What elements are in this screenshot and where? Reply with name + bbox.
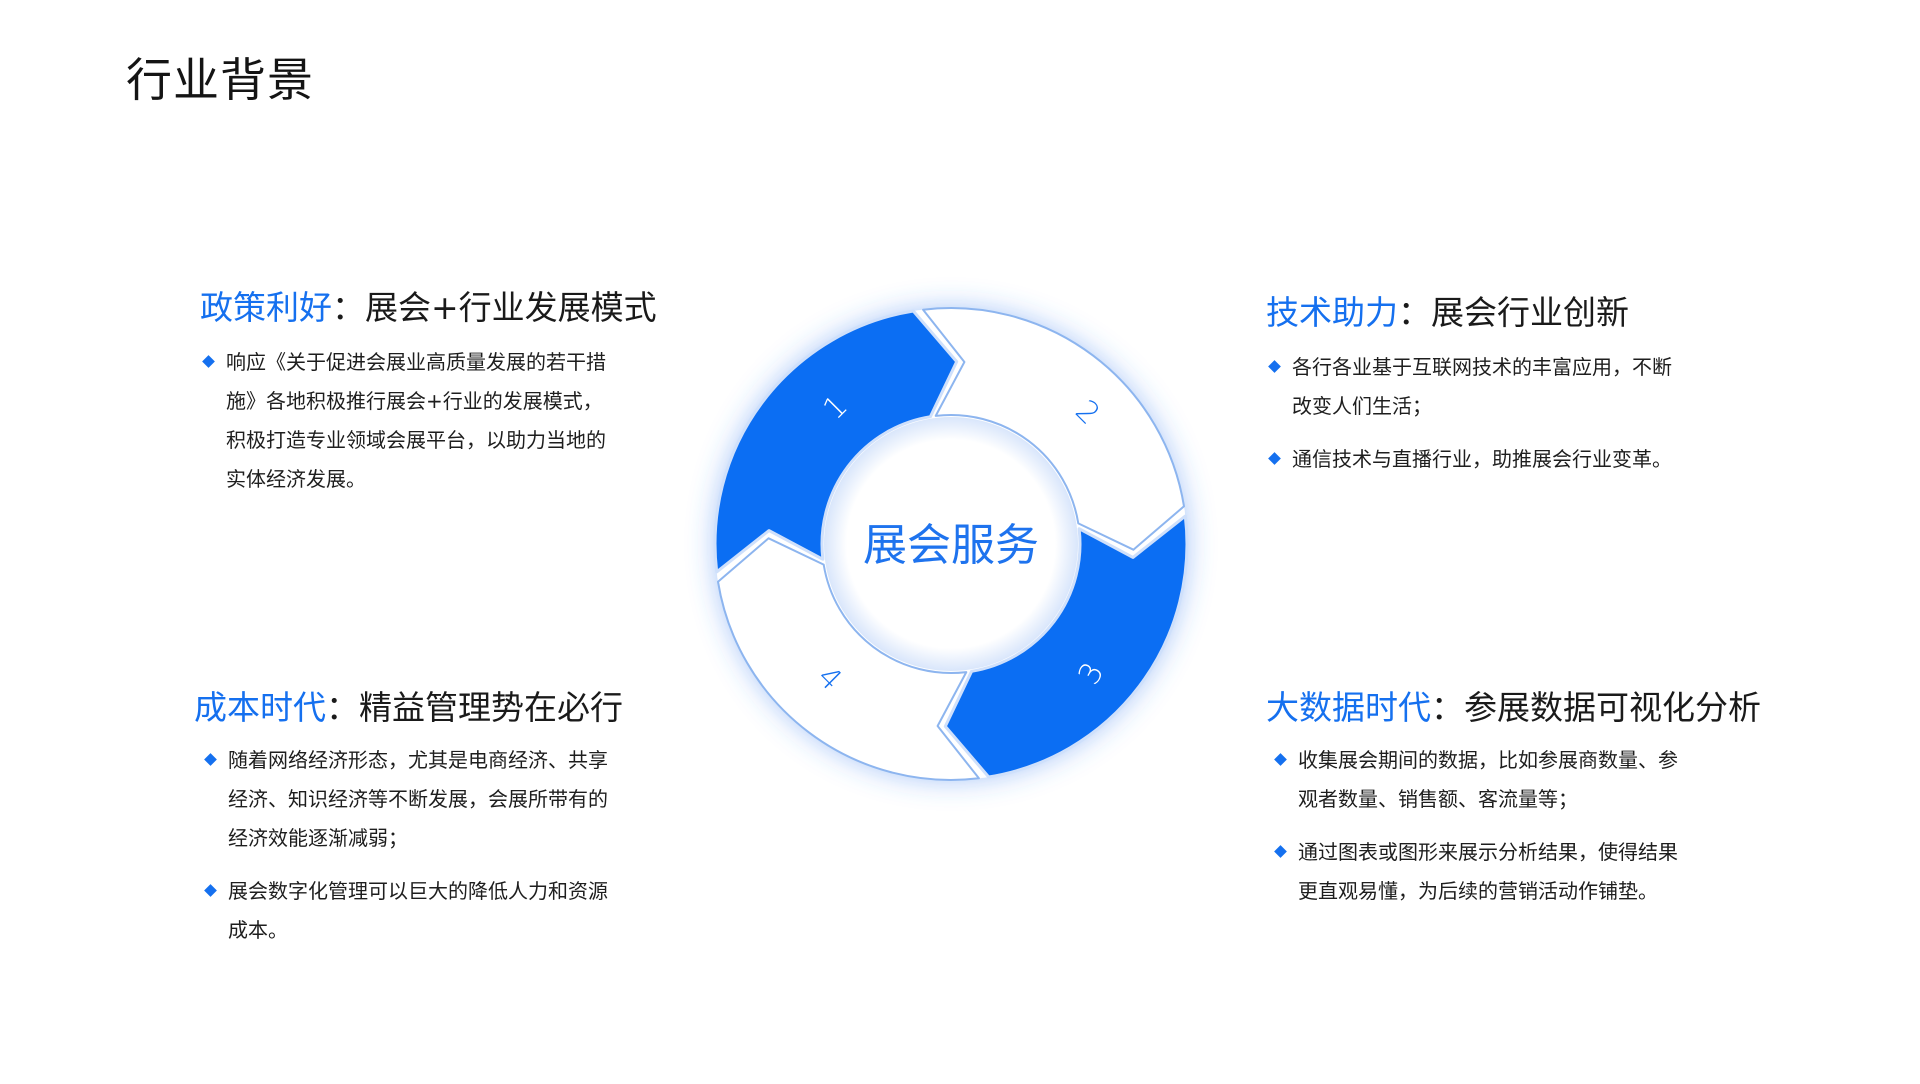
diamond-bullet-icon: [1274, 753, 1287, 766]
section-cost: 成本时代：精益管理势在必行 随着网络经济形态，尤其是电商经济、共享 经济、知识经…: [194, 687, 623, 964]
bullet-line: 展会数字化管理可以巨大的降低人力和资源: [228, 879, 608, 903]
bullet-line: 响应《关于促进会展业高质量发展的若干措: [226, 350, 606, 374]
heading-subtitle: 精益管理势在必行: [359, 688, 623, 727]
bullet-line: 收集展会期间的数据，比如参展商数量、参: [1298, 748, 1678, 772]
bullet-line: 经济效能逐渐减弱；: [228, 826, 408, 850]
bullet-line: 改变人们生活；: [1292, 394, 1432, 418]
bullet-item: 通信技术与直播行业，助推展会行业变革。: [1266, 440, 1672, 479]
section-heading: 政策利好：展会+行业发展模式: [200, 287, 657, 329]
heading-subtitle: 参展数据可视化分析: [1464, 688, 1761, 727]
diamond-bullet-icon: [202, 355, 215, 368]
diamond-bullet-icon: [1268, 360, 1281, 373]
bullet-line: 经济、知识经济等不断发展，会展所带有的: [228, 787, 608, 811]
bullet-list: 各行各业基于互联网技术的丰富应用，不断 改变人们生活； 通信技术与直播行业，助推…: [1266, 348, 1672, 479]
diamond-bullet-icon: [1268, 452, 1281, 465]
heading-highlight: 政策利好: [200, 288, 332, 327]
bullet-item: 各行各业基于互联网技术的丰富应用，不断 改变人们生活；: [1266, 348, 1672, 426]
bullet-line: 实体经济发展。: [226, 467, 366, 491]
section-heading: 技术助力：展会行业创新: [1266, 292, 1672, 334]
diamond-bullet-icon: [1274, 845, 1287, 858]
heading-highlight: 成本时代: [194, 688, 326, 727]
heading-separator: ：: [332, 288, 365, 327]
bullet-line: 更直观易懂，为后续的营销活动作铺垫。: [1298, 879, 1658, 903]
section-technology: 技术助力：展会行业创新 各行各业基于互联网技术的丰富应用，不断 改变人们生活； …: [1266, 292, 1672, 493]
cycle-segment-4[interactable]: [717, 537, 980, 781]
page-title: 行业背景: [126, 53, 314, 107]
bullet-item: 展会数字化管理可以巨大的降低人力和资源 成本。: [202, 872, 623, 950]
bullet-list: 响应《关于促进会展业高质量发展的若干措 施》各地积极推行展会+行业的发展模式， …: [200, 343, 657, 499]
section-heading: 大数据时代：参展数据可视化分析: [1266, 687, 1761, 729]
bullet-line: 随着网络经济形态，尤其是电商经济、共享: [228, 748, 608, 772]
section-heading: 成本时代：精益管理势在必行: [194, 687, 623, 729]
section-policy: 政策利好：展会+行业发展模式 响应《关于促进会展业高质量发展的若干措 施》各地积…: [200, 287, 657, 513]
heading-highlight: 大数据时代: [1266, 688, 1431, 727]
bullet-line: 成本。: [228, 918, 288, 942]
section-big-data: 大数据时代：参展数据可视化分析 收集展会期间的数据，比如参展商数量、参 观者数量…: [1266, 687, 1761, 925]
diamond-bullet-icon: [204, 884, 217, 897]
heading-separator: ：: [1398, 293, 1431, 332]
bullet-line: 观者数量、销售额、客流量等；: [1298, 787, 1578, 811]
bullet-item: 随着网络经济形态，尤其是电商经济、共享 经济、知识经济等不断发展，会展所带有的 …: [202, 741, 623, 858]
heading-highlight: 技术助力: [1266, 293, 1398, 332]
heading-separator: ：: [1431, 688, 1464, 727]
diamond-bullet-icon: [204, 753, 217, 766]
bullet-item: 收集展会期间的数据，比如参展商数量、参 观者数量、销售额、客流量等；: [1272, 741, 1761, 819]
bullet-line: 通信技术与直播行业，助推展会行业变革。: [1292, 447, 1672, 471]
bullet-line: 施》各地积极推行展会+行业的发展模式，: [226, 389, 603, 413]
bullet-line: 各行各业基于互联网技术的丰富应用，不断: [1292, 355, 1672, 379]
bullet-list: 随着网络经济形态，尤其是电商经济、共享 经济、知识经济等不断发展，会展所带有的 …: [194, 741, 623, 950]
heading-separator: ：: [326, 688, 359, 727]
center-label: 展会服务: [863, 520, 1039, 571]
heading-subtitle: 展会行业创新: [1431, 293, 1629, 332]
heading-subtitle: 展会+行业发展模式: [365, 288, 657, 327]
bullet-line: 通过图表或图形来展示分析结果，使得结果: [1298, 840, 1678, 864]
bullet-list: 收集展会期间的数据，比如参展商数量、参 观者数量、销售额、客流量等； 通过图表或…: [1266, 741, 1761, 911]
bullet-item: 通过图表或图形来展示分析结果，使得结果 更直观易懂，为后续的营销活动作铺垫。: [1272, 833, 1761, 911]
bullet-item: 响应《关于促进会展业高质量发展的若干措 施》各地积极推行展会+行业的发展模式， …: [200, 343, 657, 499]
bullet-line: 积极打造专业领域会展平台，以助力当地的: [226, 428, 606, 452]
cycle-segment-2[interactable]: [922, 307, 1185, 551]
